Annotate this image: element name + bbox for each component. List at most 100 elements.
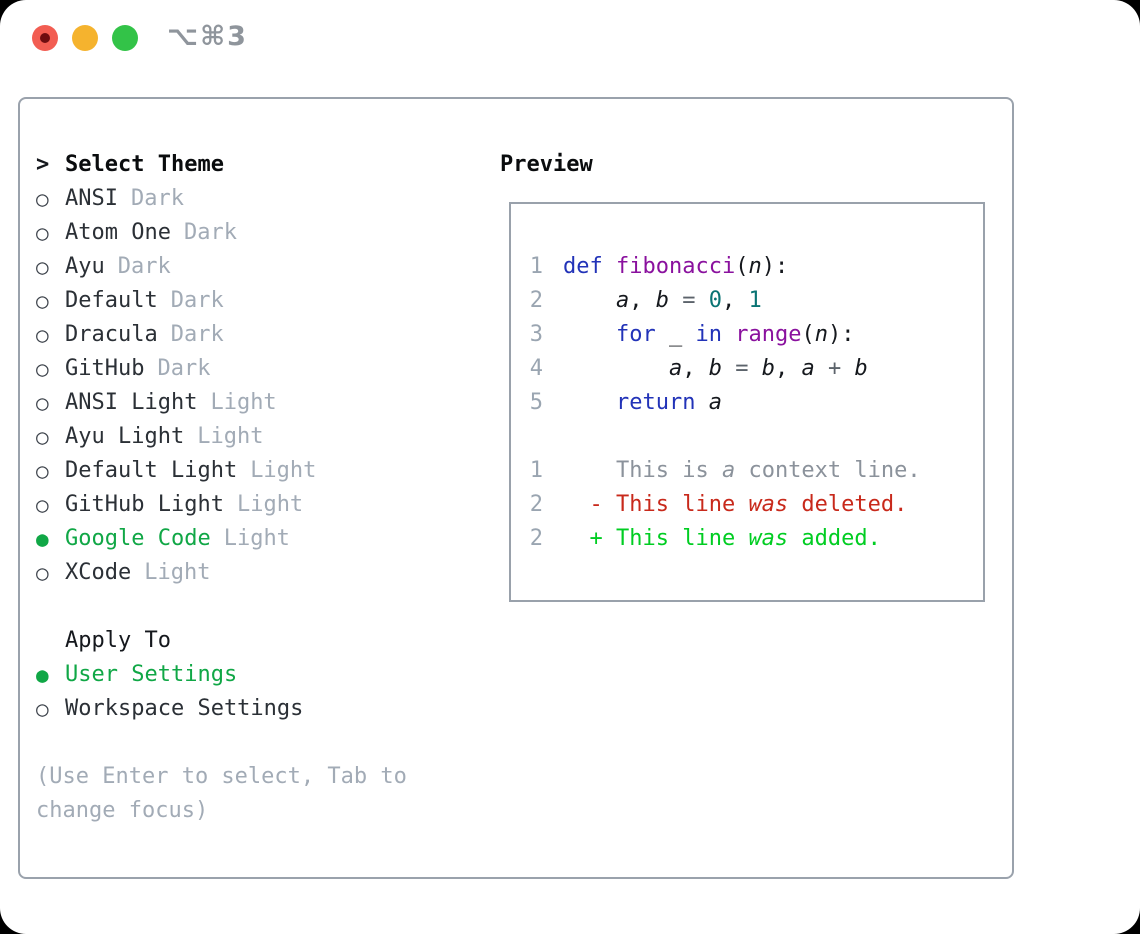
apply-to-options: ●User Settings ○ Workspace Settings <box>36 658 407 726</box>
line-number: 5 <box>529 390 543 415</box>
line-number: 2 <box>529 526 543 551</box>
code-token: 0 <box>708 288 722 313</box>
apply-option-label: Workspace Settings <box>65 696 304 721</box>
code-token: _ <box>655 322 696 347</box>
code-token <box>563 288 616 313</box>
hint-line: (Use Enter to select, Tab to <box>36 764 407 789</box>
code-token: range <box>735 322 802 347</box>
code-token: return <box>615 390 696 415</box>
code-token: was <box>748 492 789 517</box>
code-text: + This line was added. <box>563 522 881 556</box>
radio-icon: ○ <box>36 697 49 721</box>
theme-name: Default Light <box>65 458 238 483</box>
theme-variant: Light <box>197 424 264 449</box>
code-token: 1 <box>748 288 762 313</box>
theme-name: Google Code <box>65 526 211 551</box>
theme-name: Atom One <box>65 220 171 245</box>
theme-name: GitHub Light <box>65 492 224 517</box>
code-text: def fibonacci(n): <box>563 250 788 284</box>
close-button[interactable] <box>32 25 58 51</box>
code-token: b <box>761 356 775 381</box>
spacer <box>36 726 407 760</box>
apply-option-label: User Settings <box>65 662 238 687</box>
code-text: for _ in range(n): <box>563 318 854 352</box>
code-token: , <box>774 356 802 381</box>
spacer <box>36 590 407 624</box>
code-token: a <box>708 390 722 415</box>
theme-name: Dracula <box>65 322 158 347</box>
line-number: 1 <box>529 254 543 279</box>
theme-option[interactable]: ○ Default Light Light <box>36 454 407 488</box>
code-token: ( <box>735 254 749 279</box>
code-token <box>563 322 616 347</box>
theme-name: ANSI <box>65 186 118 211</box>
code-token: fibonacci <box>615 254 736 279</box>
theme-variant: Dark <box>157 356 211 381</box>
code-token: ): <box>761 254 789 279</box>
preview-line: 1 This is a context line. <box>511 454 983 488</box>
code-text: return a <box>563 386 722 420</box>
minimize-button[interactable] <box>72 25 98 51</box>
line-number: 2 <box>529 288 543 313</box>
window-controls <box>32 25 138 51</box>
theme-variant: Dark <box>130 186 184 211</box>
apply-to-title: Apply To <box>65 628 171 653</box>
zoom-button[interactable] <box>112 25 138 51</box>
code-token <box>563 356 669 381</box>
apply-option[interactable]: ○ Workspace Settings <box>36 692 407 726</box>
code-token: - This line <box>563 492 749 517</box>
radio-icon: ○ <box>36 459 49 483</box>
preview-line: 2 - This line was deleted. <box>511 488 983 522</box>
code-token: , <box>629 288 656 313</box>
theme-name: Default <box>65 288 158 313</box>
code-token: , <box>721 288 749 313</box>
radio-icon: ○ <box>36 255 49 279</box>
radio-icon: ○ <box>36 323 49 347</box>
preview-line: 2 + This line was added. <box>511 522 983 556</box>
code-token: + This line <box>563 526 749 551</box>
theme-variant: Dark <box>170 288 224 313</box>
code-token: added. <box>788 526 881 551</box>
apply-option[interactable]: ●User Settings <box>36 658 407 692</box>
radio-icon: ○ <box>36 425 49 449</box>
code-token <box>563 390 616 415</box>
focus-caret-icon: > <box>36 152 50 177</box>
code-token <box>722 322 735 347</box>
code-token: ( <box>801 322 815 347</box>
theme-variant: Dark <box>170 322 224 347</box>
radio-icon: ○ <box>36 221 49 245</box>
select-theme-header: > Select Theme <box>36 148 407 182</box>
hint-line: change focus) <box>36 798 209 823</box>
radio-selected-icon: ● <box>36 527 49 551</box>
preview-line: 5 return a <box>511 386 983 420</box>
theme-variant: Dark <box>117 254 171 279</box>
theme-option[interactable]: ○ Dracula Dark <box>36 318 407 352</box>
code-token: deleted. <box>788 492 908 517</box>
theme-name: ANSI Light <box>65 390 198 415</box>
code-token: = <box>721 356 762 381</box>
code-token: This is <box>563 458 722 483</box>
code-token: def <box>563 254 616 279</box>
line-number: 4 <box>529 356 543 381</box>
radio-icon: ○ <box>36 493 49 517</box>
preview-line: 2 a, b = 0, 1 <box>511 284 983 318</box>
radio-icon: ○ <box>36 561 49 585</box>
theme-name: GitHub <box>65 356 145 381</box>
line-number: 3 <box>529 322 543 347</box>
code-token: a <box>801 356 815 381</box>
theme-variant: Light <box>250 458 317 483</box>
